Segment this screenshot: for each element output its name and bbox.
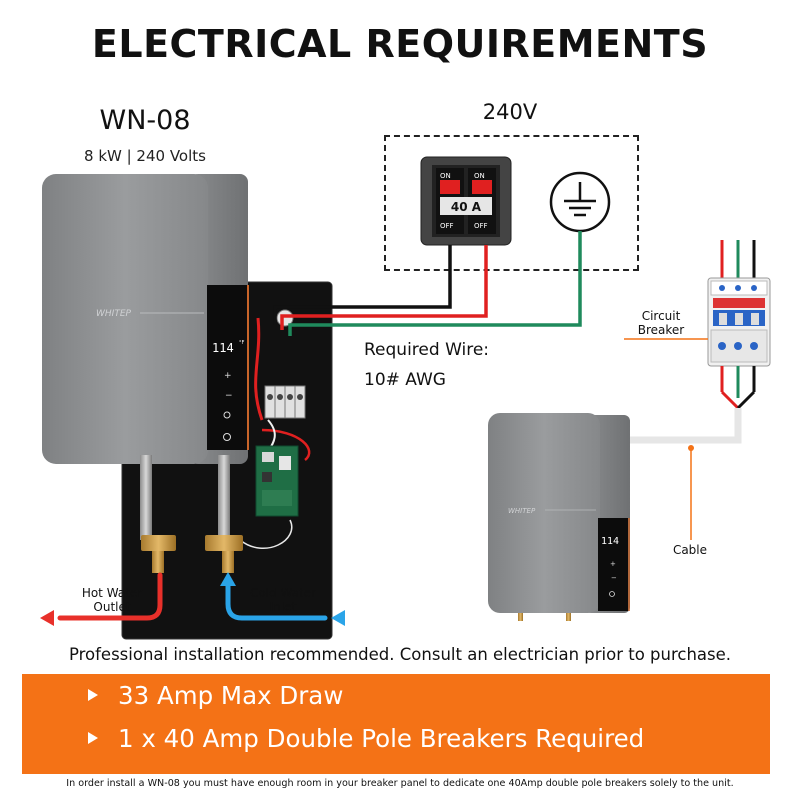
- small-display-temp: 114: [601, 536, 619, 547]
- requirement-breakers: 1 x 40 Amp Double Pole Breakers Required: [88, 724, 644, 753]
- mode-icon: [223, 411, 231, 419]
- required-wire-label: Required Wire:: [364, 340, 490, 360]
- svg-text:+: +: [224, 371, 232, 381]
- breaker-off-label-left: OFF: [440, 222, 454, 230]
- cold-water-inlet-label: Cold Water Inlet: [250, 586, 316, 615]
- requirements-banner: [22, 674, 770, 774]
- electrical-panel-box: [384, 135, 639, 271]
- display-temp: 114: [212, 341, 234, 355]
- terminal-block: [264, 385, 276, 419]
- wire-gauge-label: 10# AWG: [364, 370, 446, 390]
- brand-logo: WHITEP: [96, 309, 132, 319]
- requirement-max-draw: 33 Amp Max Draw: [88, 681, 343, 710]
- supply-wires: [273, 231, 582, 336]
- breaker-off-label-right: OFF: [474, 222, 488, 230]
- footnote: In order install a WN-08 you must have e…: [66, 778, 734, 789]
- heater-open-unit: WHITEP 114 °F + −: [42, 174, 333, 640]
- power-icon: [223, 433, 231, 441]
- bullet-triangle-icon: [88, 689, 98, 701]
- hot-water-arrow: [40, 572, 163, 626]
- heater-closed-unit: 114 + − WHITEP: [488, 413, 630, 621]
- installation-disclaimer: Professional installation recommended. C…: [68, 645, 732, 664]
- svg-text:+: +: [610, 560, 616, 568]
- cold-valve: [205, 535, 243, 551]
- hot-pipe: [140, 455, 152, 540]
- cable-label: Cable: [672, 543, 708, 557]
- page-title: ELECTRICAL REQUIREMENTS: [91, 22, 709, 66]
- din-circuit-breaker: [707, 240, 771, 410]
- hot-water-outlet-label: Hot Water Outlet: [81, 586, 143, 615]
- svg-text:−: −: [611, 574, 617, 582]
- breaker-rating: 40 A: [451, 200, 482, 214]
- svg-text:−: −: [225, 391, 233, 401]
- small-brand-logo: WHITEP: [508, 507, 536, 515]
- model-name: WN-08: [99, 105, 191, 136]
- cold-water-arrow: [220, 572, 345, 626]
- cable: [628, 408, 742, 444]
- ground-icon: [549, 171, 611, 233]
- display-unit: °F: [239, 340, 245, 346]
- double-pole-breaker: ON ON 40 A OFF OFF: [420, 156, 512, 246]
- breaker-on-label-left: ON: [440, 172, 451, 180]
- circuit-breaker-label: Circuit Breaker: [637, 309, 685, 338]
- model-spec: 8 kW | 240 Volts: [84, 147, 206, 165]
- cold-pipe: [218, 455, 230, 540]
- hot-valve: [141, 535, 176, 551]
- breaker-on-label-right: ON: [474, 172, 485, 180]
- voltage-label: 240V: [482, 100, 538, 124]
- bullet-triangle-icon: [88, 732, 98, 744]
